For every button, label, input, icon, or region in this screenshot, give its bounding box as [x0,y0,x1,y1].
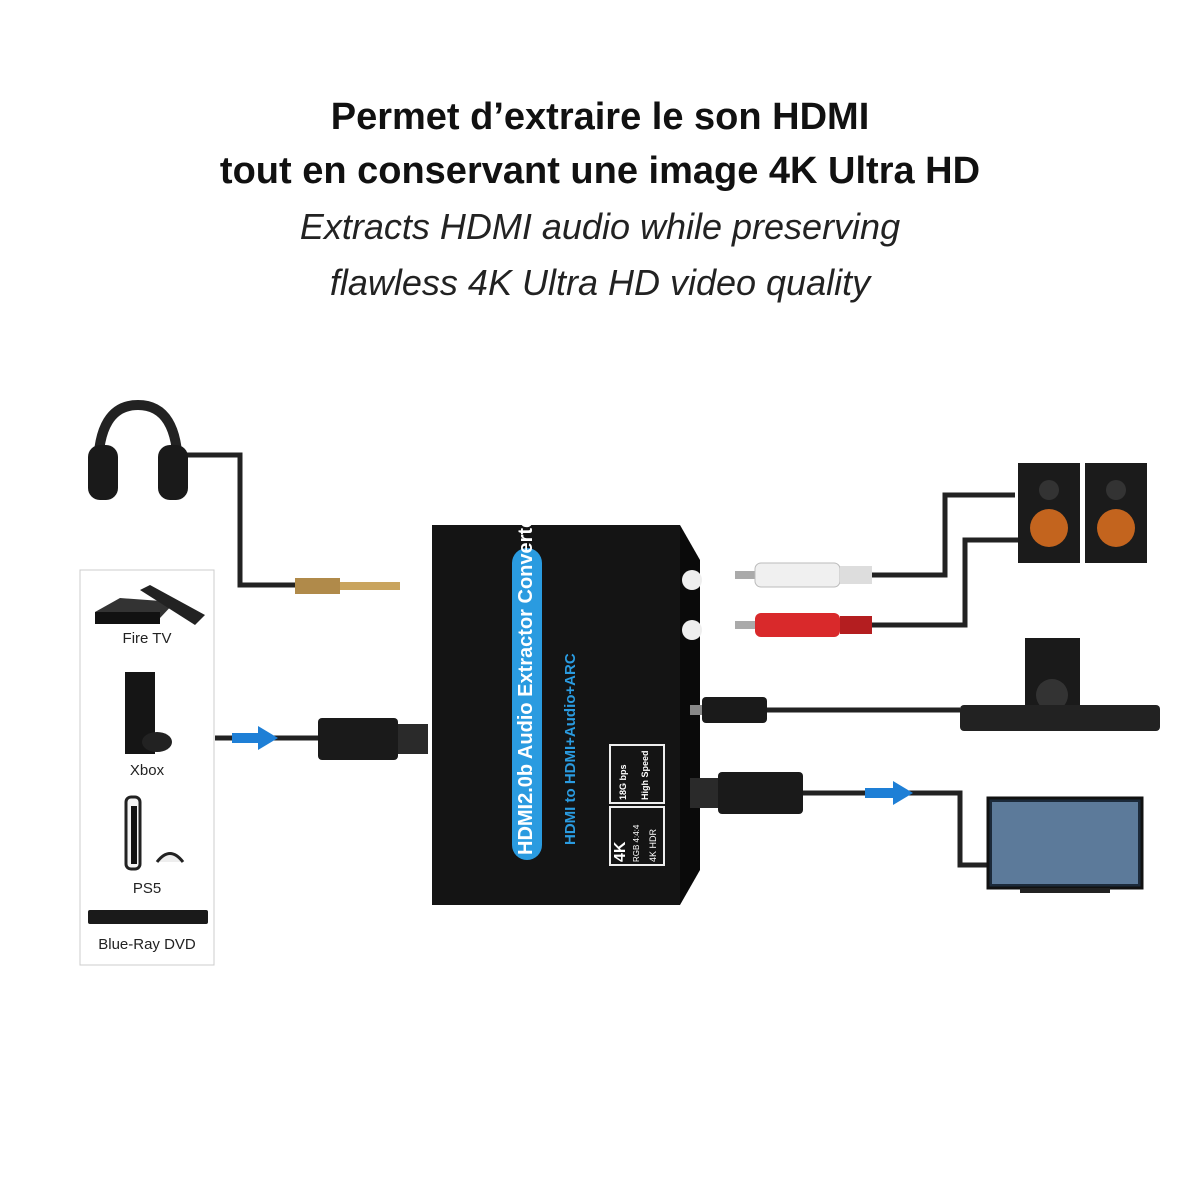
ps5-icon [124,795,185,871]
source-label-ps5: PS5 [132,880,162,897]
source-label-fire-tv: Fire TV [122,630,172,647]
badge-4k-logo: 4K [612,841,629,862]
heading-en-line1: Extracts HDMI audio while preserving [299,206,901,247]
hdmi-in-plug-icon [318,718,428,760]
sources-panel [79,569,215,966]
soundbar-icon [960,638,1160,731]
heading-fr-line1: Permet d’extraire le son HDMI [330,96,870,138]
heading-en-line2: flawless 4K Ultra HD video quality [329,262,871,303]
rca-white-plug-icon [735,562,872,588]
headphones-icon [88,399,188,500]
arrow-right-icon [865,781,913,805]
device-title: HDMI2.0b Audio Extractor Converter [515,509,537,855]
rca-port-white [682,570,702,590]
device-title-pill [512,548,542,860]
rca-port-red [682,620,702,640]
heading-fr-line2: tout en conservant une image 4K Ultra HD [219,150,981,192]
optical-plug-icon [690,697,767,723]
source-label-xbox: Xbox [129,762,165,779]
xbox-icon [125,672,172,754]
rca-red-cable [870,537,1050,628]
device-subtitle: HDMI to HDMI+Audio+ARC [562,653,579,845]
bluray-player-icon [88,910,208,924]
bookshelf-speakers-icon [1018,463,1147,563]
rca-red-plug-icon [735,613,872,637]
source-label-bluray: Blue-Ray DVD [98,936,196,953]
badge-18gbps: 18G bps [618,764,628,800]
arrow-right-icon [232,726,278,750]
aux-jack-icon [295,578,400,594]
rca-white-cable [870,492,1015,578]
badge-high-speed: High Speed [640,750,650,800]
badge-hdr: 4K HDR [648,828,658,862]
badge-rgb: RGB 4:4:4 [632,824,641,862]
tv-icon [986,796,1144,893]
hdmi-out-plug-icon [690,772,803,814]
headphone-cable [180,452,300,588]
fire-tv-icon [95,585,205,625]
badge-4k [609,806,665,866]
badge-speed [609,744,665,804]
